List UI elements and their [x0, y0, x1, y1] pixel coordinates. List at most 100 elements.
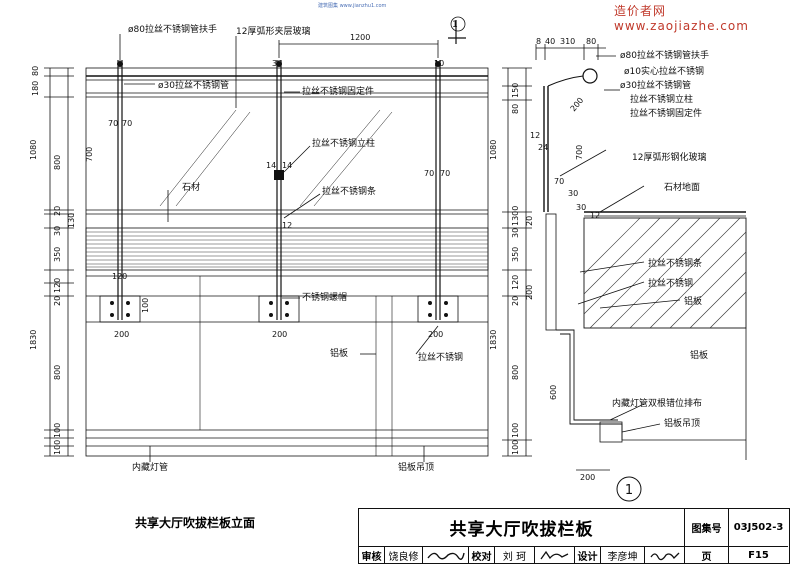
page-number: F15: [748, 549, 769, 561]
dim-label: 120: [511, 275, 520, 290]
label-cap: 不锈钢螺帽: [302, 291, 347, 303]
dim-label: 40: [545, 37, 555, 46]
dim-label: 150: [511, 83, 520, 98]
label-lamp: 内藏灯管双根错位排布: [612, 397, 702, 409]
dim-label: 1830: [489, 330, 498, 350]
designer-signature: [645, 547, 685, 563]
title-block-title: 共享大厅吹拔栏板: [359, 509, 685, 547]
label-post: 拉丝不锈钢立柱: [630, 93, 693, 105]
dim-label: 100: [53, 423, 62, 438]
dim-label: 800: [53, 155, 62, 170]
dim-label: 350: [511, 247, 520, 262]
label-brushed: 拉丝不锈钢: [648, 277, 693, 289]
dim-label: 70: [122, 119, 132, 128]
design-label: 设计: [575, 547, 601, 563]
dim-label: 12: [590, 211, 600, 220]
stone-band: [85, 227, 489, 271]
page-label: 页: [685, 547, 729, 563]
dim-label: 70: [554, 177, 564, 186]
dim-label: 14: [266, 161, 276, 170]
detail-marker: 1: [625, 483, 633, 498]
dim-label: 600: [549, 385, 558, 400]
post-middle: [258, 60, 300, 323]
elevation-border: [85, 67, 489, 457]
elevation-view: [44, 16, 489, 462]
check-label: 校对: [469, 547, 495, 563]
floor-slab: [583, 217, 747, 329]
dim-label: 70: [440, 169, 450, 178]
dim-label: 24: [538, 143, 548, 152]
dim-label: 1080: [29, 140, 38, 160]
dim-label: 70: [108, 119, 118, 128]
post-left: [99, 60, 141, 323]
label-glass: 12厚弧形夹层玻璃: [236, 25, 310, 37]
section-marker: 1: [452, 20, 458, 30]
section-view: [502, 44, 747, 502]
dim-label: 180: [31, 81, 40, 96]
label-steel-tube: ø30拉丝不锈钢管: [620, 79, 691, 91]
dim-label: 100: [511, 440, 520, 455]
atlas-number: 03J502-3: [729, 509, 788, 547]
detail-marker-circle: [616, 476, 642, 502]
dim-label: 20: [53, 296, 62, 306]
label-aluminum: 铝板: [690, 349, 708, 361]
label-fixing: 拉丝不锈钢固定件: [302, 85, 374, 97]
label-stone: 石材: [182, 181, 200, 193]
dim-label: 120: [112, 272, 127, 281]
dim-label: 30: [511, 228, 520, 238]
watermark-small: 建筑图集 www.jianzhu1.com: [318, 3, 387, 9]
label-lamp: 内藏灯管: [132, 461, 168, 473]
dim-label: 70: [424, 169, 434, 178]
dim-label: 100: [53, 440, 62, 455]
dim-label: 14: [282, 161, 292, 170]
label-stone-floor: 石材地面: [664, 181, 700, 193]
dim-label: 350: [53, 247, 62, 262]
dim-label: 120: [53, 278, 62, 293]
dim-label: 800: [511, 365, 520, 380]
dim-label: 1200: [350, 33, 370, 42]
label-steel-tube: ø30拉丝不锈钢管: [158, 79, 229, 91]
reviewer-signature: [423, 547, 469, 563]
dim-label: 100: [511, 423, 520, 438]
atlas-label: 图集号: [685, 509, 729, 547]
dim-label: 200: [569, 96, 586, 113]
dim-label: 200: [114, 330, 129, 339]
label-strip: 拉丝不锈钢条: [322, 185, 376, 197]
review-label: 审核: [359, 547, 385, 563]
dim-label: 20: [525, 216, 534, 226]
dim-label: 200: [272, 330, 287, 339]
dim-label: 310: [560, 37, 575, 46]
dim-label: 130: [67, 213, 76, 228]
dim-label: 80: [586, 37, 596, 46]
drawing-caption: 共享大厅吹拔栏板立面: [135, 516, 256, 530]
post-right: [417, 60, 459, 323]
dim-label: 200: [580, 473, 595, 482]
dim-label: 8: [536, 37, 541, 46]
label-aluminum: 铝板: [684, 295, 702, 307]
dim-label: 100: [141, 298, 150, 313]
label-strip: 拉丝不锈钢条: [648, 257, 702, 269]
dim-label: 12: [282, 221, 292, 230]
label-solid-steel: ø10实心拉丝不锈钢: [624, 65, 704, 77]
dim-label: 80: [31, 66, 40, 76]
dim-label: 1080: [489, 140, 498, 160]
dim-label: 30: [576, 203, 586, 212]
label-glass: 12厚弧形钢化玻璃: [632, 151, 706, 163]
dim-label: 30: [53, 226, 62, 236]
label-ceiling: 铝板吊顶: [664, 417, 700, 429]
checker-name: 刘 珂: [495, 547, 535, 563]
label-handrail-tube: ø80拉丝不锈钢管扶手: [128, 23, 217, 35]
title-block: 共享大厅吹拔栏板 图集号 03J502-3 审核 饶良修 校对 刘 珂 设计 李…: [358, 508, 790, 564]
dim-label: 20: [511, 296, 520, 306]
dim-label: 700: [575, 145, 584, 160]
dim-label: 30: [568, 189, 578, 198]
dim-label: 700: [85, 147, 94, 162]
dim-label: 10: [434, 59, 444, 68]
label-aluminum: 铝板: [330, 347, 348, 359]
label-post: 拉丝不锈钢立柱: [312, 137, 375, 149]
label-fixing: 拉丝不锈钢固定件: [630, 107, 702, 119]
label-ceiling: 铝板吊顶: [398, 461, 434, 473]
dim-label: 200: [525, 285, 534, 300]
label-handrail-tube: ø80拉丝不锈钢管扶手: [620, 49, 709, 61]
designer-name: 李彦坤: [601, 547, 645, 563]
